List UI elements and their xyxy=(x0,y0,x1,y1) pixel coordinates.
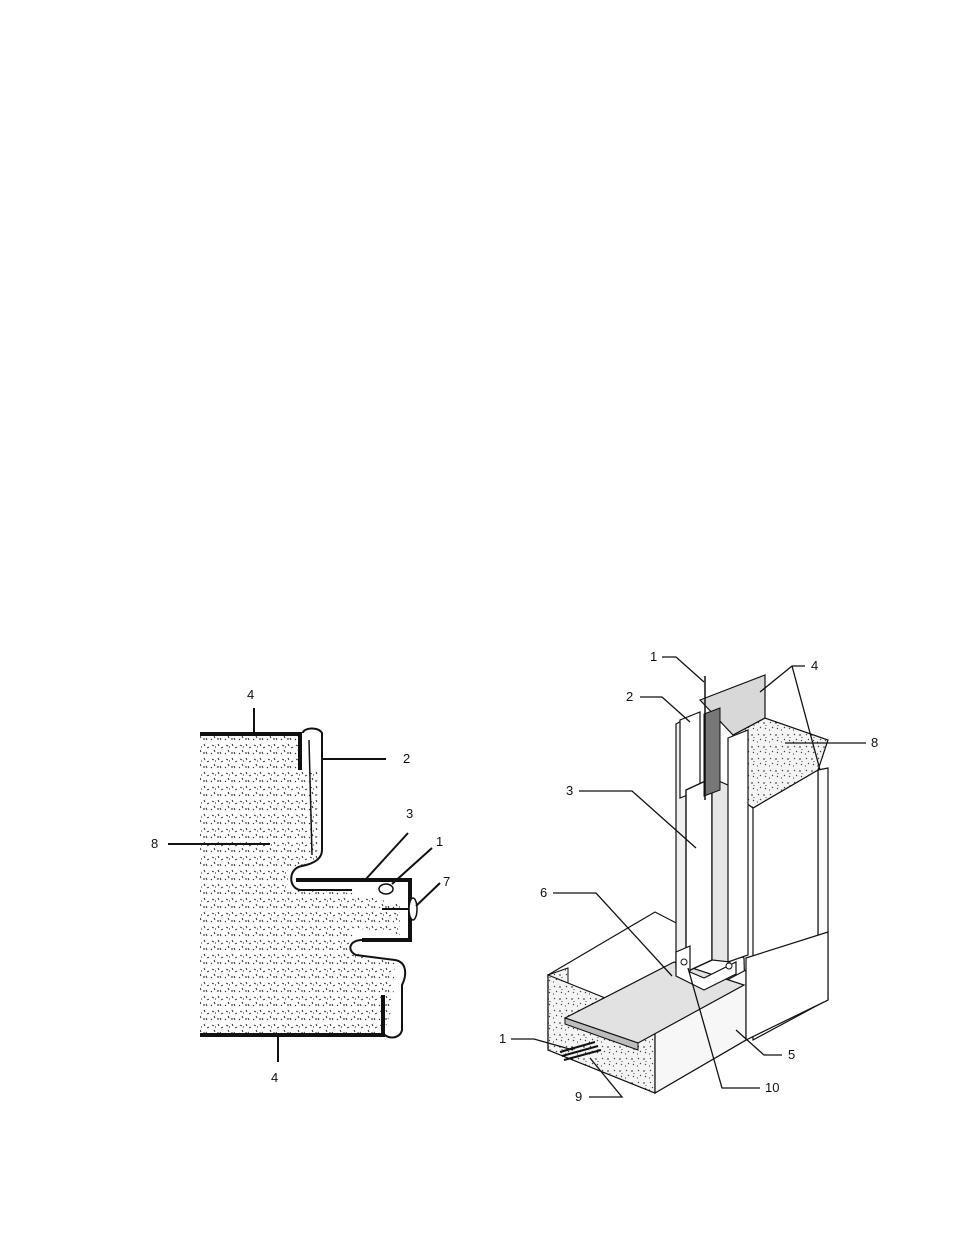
section-detail: 4 2 8 3 1 7 4 xyxy=(151,687,450,1085)
callout-8: 8 xyxy=(151,836,158,851)
callout-3: 3 xyxy=(566,783,573,798)
callout-4: 4 xyxy=(811,658,818,673)
callout-4-bottom: 4 xyxy=(271,1070,278,1085)
callout-10: 10 xyxy=(765,1080,779,1095)
leader-3 xyxy=(366,833,408,879)
callout-6: 6 xyxy=(540,885,547,900)
column-flange-right xyxy=(728,730,748,962)
sealant-bead xyxy=(379,884,393,894)
fastener-head xyxy=(409,898,417,920)
clip-screw-left xyxy=(681,959,687,965)
leader-7 xyxy=(416,883,440,906)
callout-1-bottom: 1 xyxy=(499,1031,506,1046)
isometric-detail: 1 4 2 8 3 6 1 5 10 9 xyxy=(499,649,878,1104)
callout-5: 5 xyxy=(788,1047,795,1062)
column-channel-side xyxy=(712,778,730,962)
callout-3: 3 xyxy=(406,806,413,821)
column-groove xyxy=(704,708,720,796)
callout-4-top: 4 xyxy=(247,687,254,702)
callout-2: 2 xyxy=(626,689,633,704)
insulation-core xyxy=(200,734,400,1035)
leader-1-top xyxy=(662,657,704,682)
leader-2 xyxy=(640,697,690,722)
callout-1-top: 1 xyxy=(650,649,657,664)
callout-8: 8 xyxy=(871,735,878,750)
clip-screw-right xyxy=(726,963,732,969)
column-channel xyxy=(686,778,712,972)
callout-7: 7 xyxy=(443,874,450,889)
callout-9: 9 xyxy=(575,1089,582,1104)
callout-2: 2 xyxy=(403,751,410,766)
callout-1: 1 xyxy=(436,834,443,849)
